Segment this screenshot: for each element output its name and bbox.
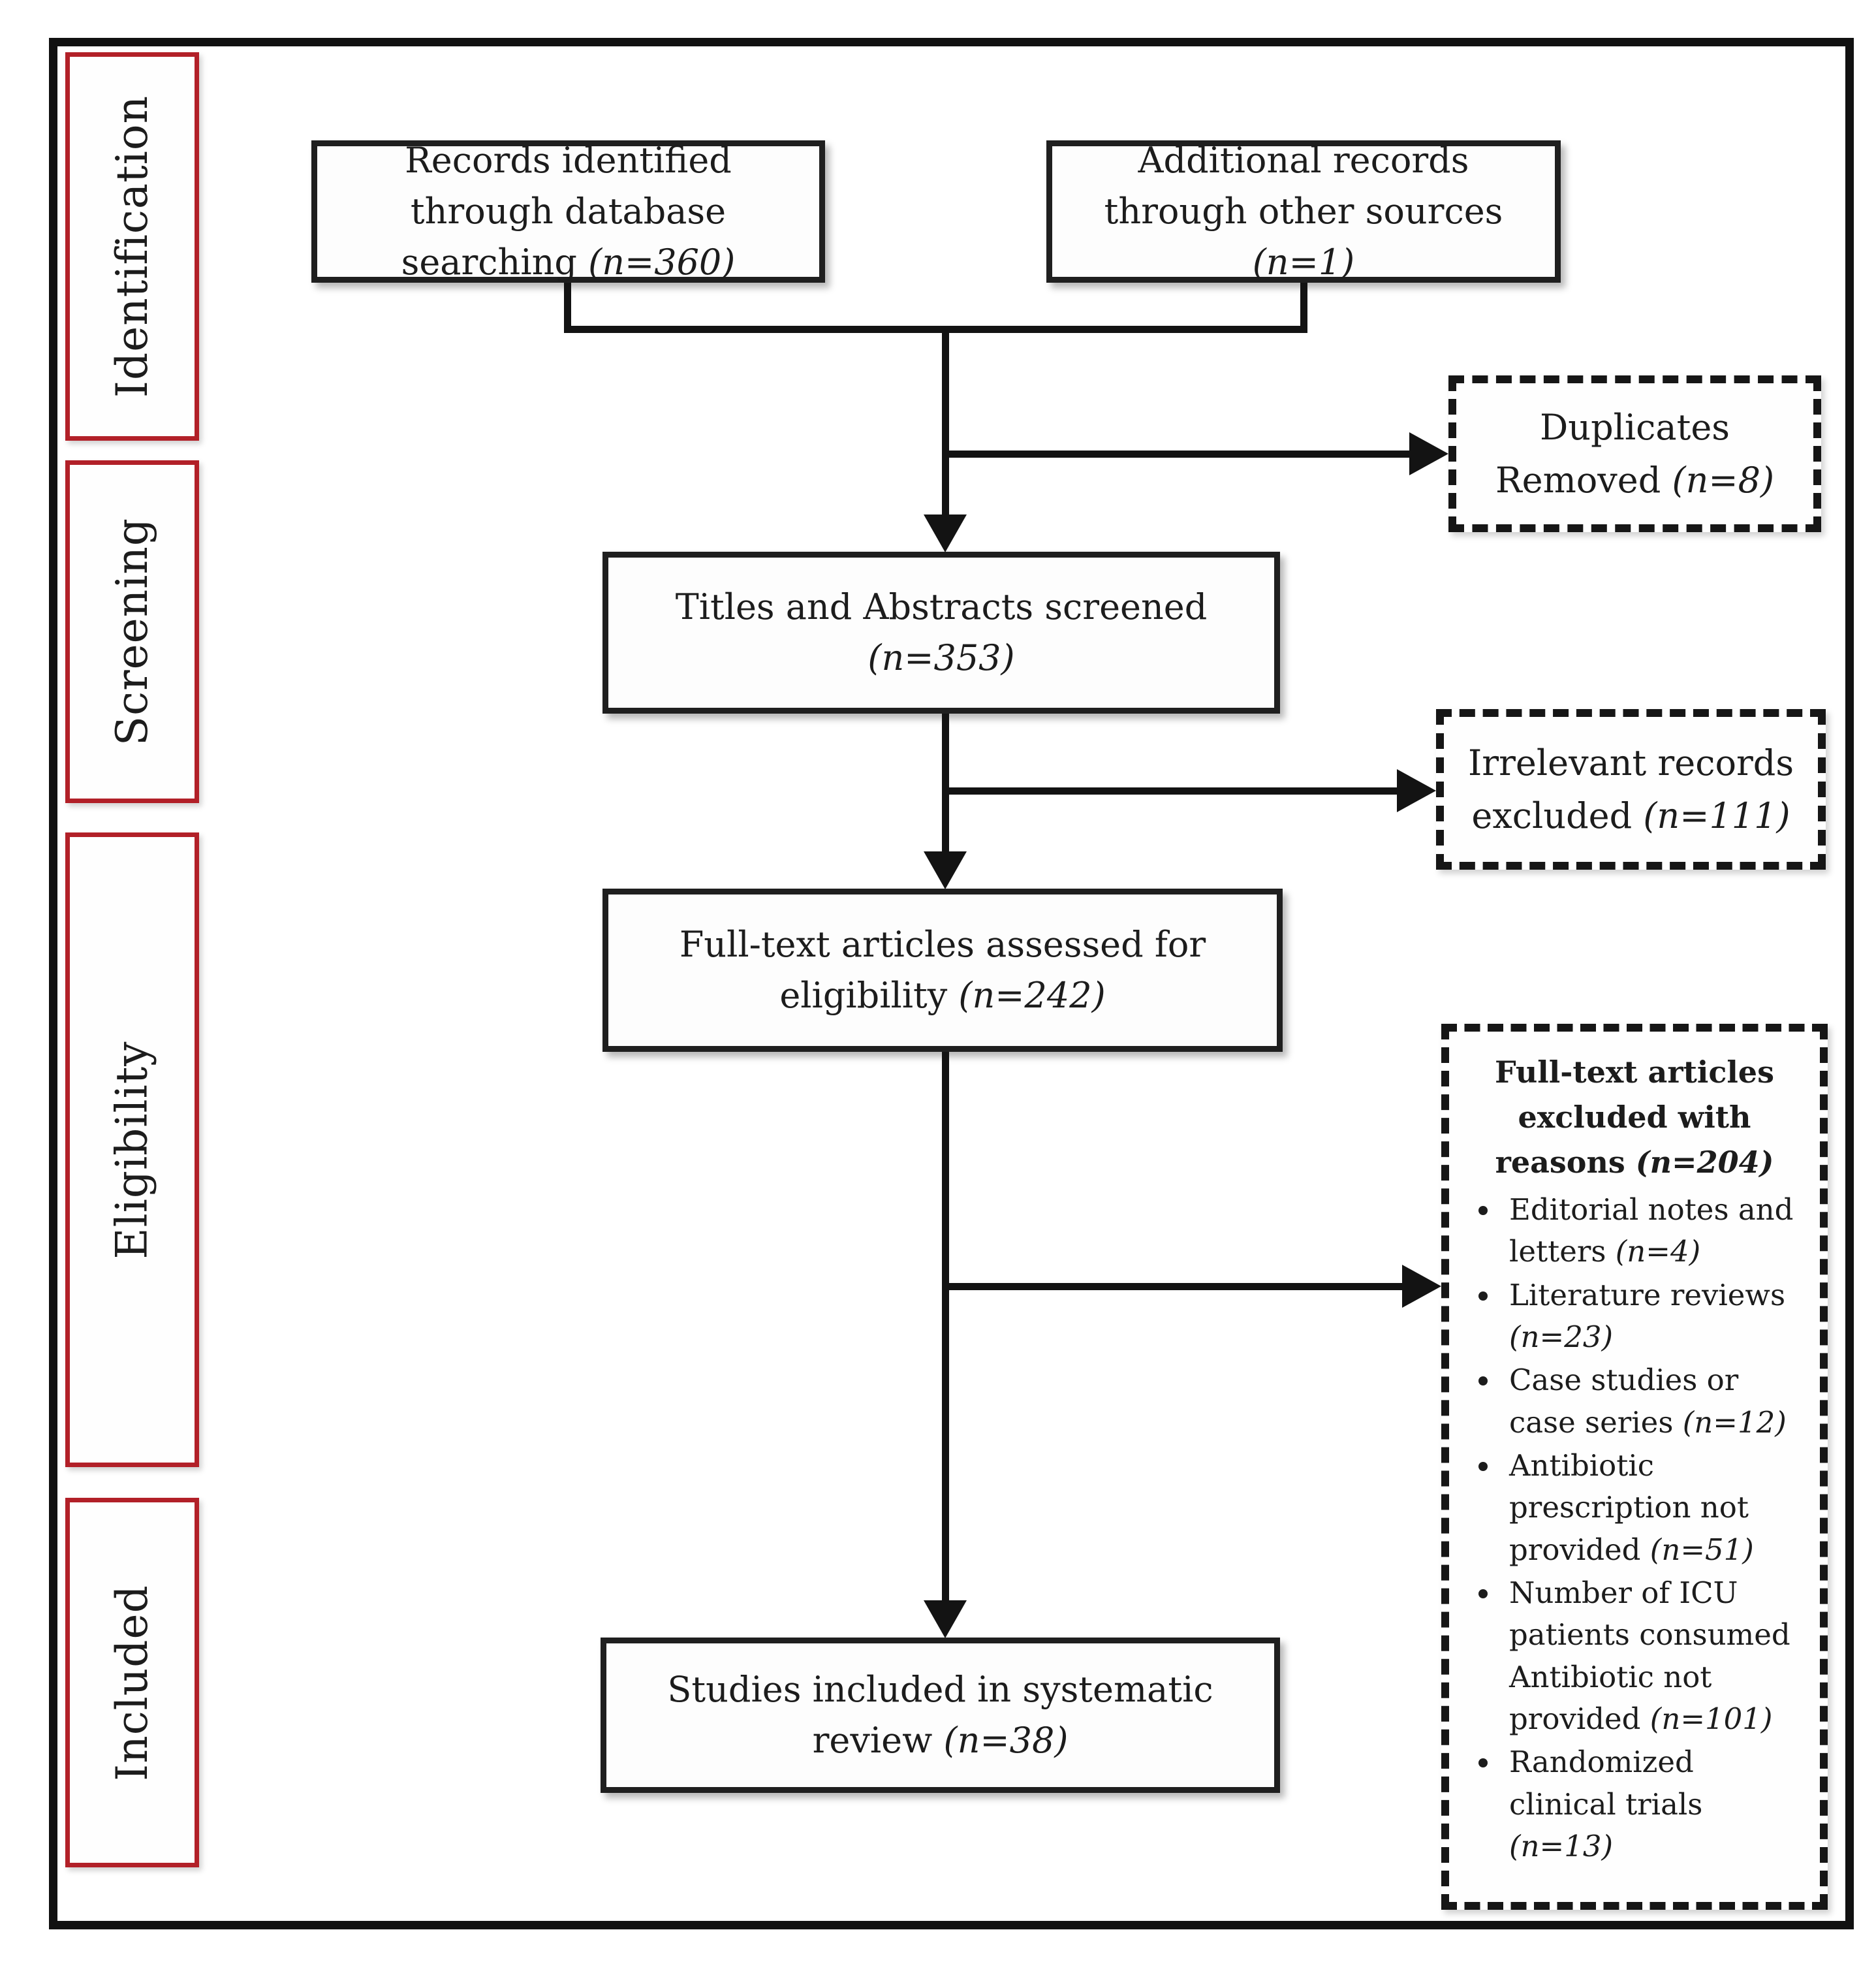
stage-included: Included	[65, 1498, 199, 1867]
connector-join-horizontal	[564, 326, 1307, 333]
stage-label: Identification	[107, 95, 157, 398]
arrowhead-into-studies	[924, 1600, 967, 1638]
studies-included-text: Studies included in systematic review (n…	[667, 1668, 1213, 1761]
reason-item: Literature reviews (n=23)	[1501, 1274, 1807, 1359]
reasons-count: (n=204)	[1635, 1145, 1774, 1180]
fulltext-excluded-reasons-box: Full-text articles excluded with reasons…	[1441, 1024, 1828, 1910]
connector-additional-down	[1300, 283, 1307, 333]
reason-item: Antibiotic prescription not provided (n=…	[1501, 1445, 1807, 1571]
duplicates-removed-text: Duplicates Removed (n=8)	[1495, 407, 1775, 501]
reason-item: Randomized clinical trials (n=13)	[1501, 1741, 1807, 1867]
connector-trunk-2	[942, 714, 949, 852]
titles-abstracts-screened-box: Titles and Abstracts screened (n=353)	[602, 552, 1280, 714]
titles-abstracts-text: Titles and Abstracts screened	[675, 586, 1208, 627]
connector-to-irrelevant	[942, 787, 1397, 795]
reasons-heading: Full-text articles excluded with reasons…	[1495, 1054, 1774, 1180]
arrowhead-into-titles	[924, 515, 967, 552]
connector-trunk-3	[942, 1052, 949, 1600]
irrelevant-excluded-box: Irrelevant records excluded (n=111)	[1436, 709, 1826, 870]
fulltext-assessed-count: (n=242)	[958, 975, 1106, 1016]
titles-abstracts-count: (n=353)	[868, 637, 1015, 678]
stage-label: Included	[107, 1584, 157, 1781]
connector-records-down	[564, 283, 571, 333]
arrowhead-into-irrelevant	[1397, 769, 1436, 812]
records-identified-count: (n=360)	[588, 242, 736, 283]
additional-records-count: (n=1)	[1252, 242, 1355, 283]
reasons-list: Editorial notes and letters (n=4) Litera…	[1449, 1189, 1820, 1869]
arrowhead-into-duplicates	[1409, 432, 1448, 475]
stage-screening: Screening	[65, 460, 199, 803]
stage-eligibility: Eligibility	[65, 832, 199, 1467]
stage-identification: Identification	[65, 52, 199, 441]
stage-label: Screening	[107, 517, 157, 746]
studies-included-box: Studies included in systematic review (n…	[601, 1638, 1280, 1793]
connector-to-duplicates	[942, 451, 1409, 458]
duplicates-removed-box: Duplicates Removed (n=8)	[1448, 375, 1821, 532]
arrowhead-into-fulltext	[924, 851, 967, 889]
fulltext-assessed-box: Full-text articles assessed for eligibil…	[602, 889, 1283, 1052]
reason-item: Number of ICU patients consumed Antibiot…	[1501, 1572, 1807, 1740]
fulltext-assessed-text: Full-text articles assessed for eligibil…	[679, 923, 1206, 1016]
irrelevant-excluded-text: Irrelevant records excluded (n=111)	[1467, 742, 1794, 836]
irrelevant-excluded-count: (n=111)	[1643, 795, 1790, 836]
connector-trunk-1	[942, 326, 949, 515]
duplicates-removed-count: (n=8)	[1672, 460, 1775, 501]
connector-to-reasons	[942, 1283, 1402, 1290]
records-identified-text: Records identified through database sear…	[401, 139, 736, 283]
reason-item: Editorial notes and letters (n=4)	[1501, 1189, 1807, 1273]
additional-records-box: Additional records through other sources…	[1046, 140, 1561, 283]
additional-records-text: Additional records through other sources…	[1104, 139, 1503, 283]
arrowhead-into-reasons	[1402, 1265, 1441, 1308]
studies-included-count: (n=38)	[943, 1720, 1069, 1761]
stage-label: Eligibility	[107, 1040, 158, 1259]
records-identified-box: Records identified through database sear…	[311, 140, 825, 283]
reason-item: Case studies or case series (n=12)	[1501, 1359, 1807, 1444]
